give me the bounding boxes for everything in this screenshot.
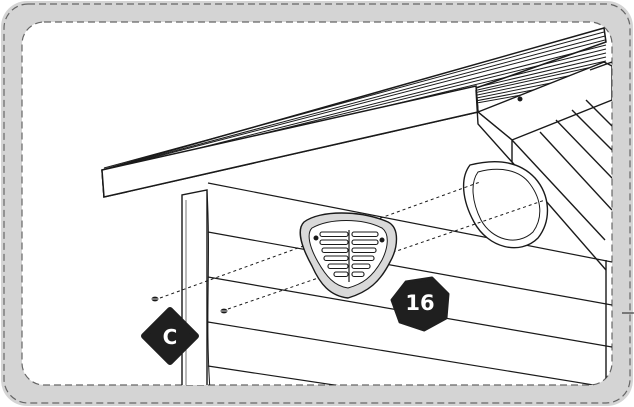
screw-icon (220, 308, 228, 314)
vent-installed (463, 161, 549, 249)
soffit-vent-icon (299, 212, 398, 299)
screw-icon (151, 296, 159, 302)
corner-post (181, 189, 211, 385)
step-number-badge: 16 (390, 276, 450, 332)
roof-panel (101, 27, 607, 198)
step-number: 16 (405, 291, 434, 315)
part-label-badge: C (141, 307, 199, 365)
rafter-beam (475, 61, 612, 385)
wall-siding (207, 182, 612, 385)
part-label: C (163, 325, 178, 349)
